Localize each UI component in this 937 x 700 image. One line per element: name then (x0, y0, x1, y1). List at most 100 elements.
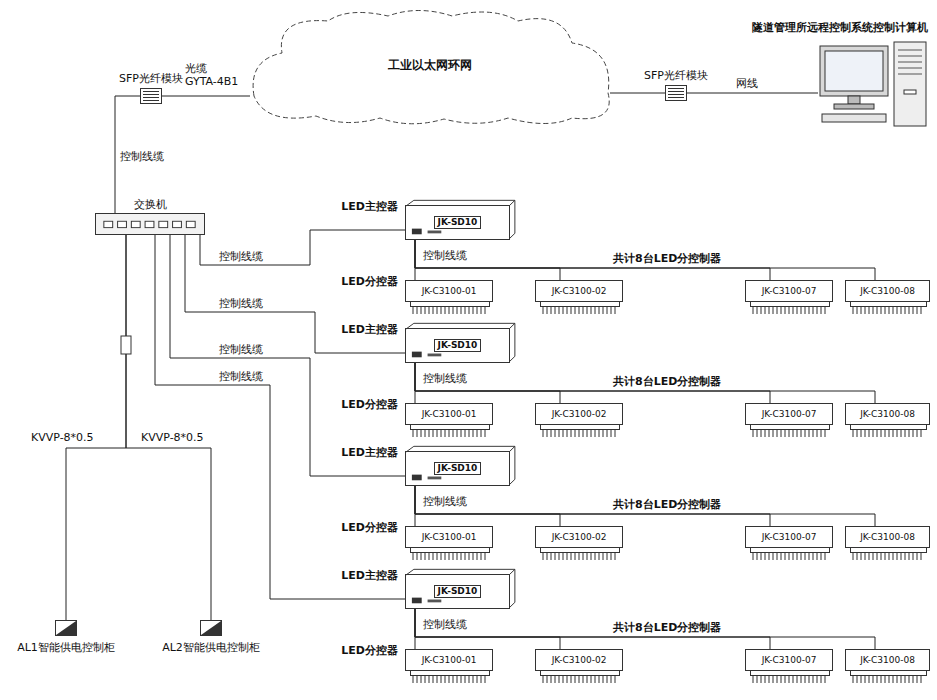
main-text: JK-SD10 (434, 585, 482, 598)
terminal-comb (540, 547, 620, 561)
control-cable (66, 235, 126, 620)
main-node: LED主控器JK-SD10 (405, 205, 510, 240)
control-cable (200, 230, 405, 265)
cabinet-icon (200, 620, 222, 636)
cable-joint (121, 336, 131, 354)
control-cable (415, 609, 560, 649)
cable-label: 控制线缆 (422, 495, 468, 508)
cable-label: KVVP-8*0.5 (30, 431, 95, 444)
control-cable (415, 363, 560, 403)
sub-text: LED分控器 (341, 398, 398, 411)
sub-text: LED分控器 (341, 275, 398, 288)
main-text: JK-SD10 (434, 462, 482, 475)
control-cable (415, 486, 875, 526)
cable-label: 控制线缆 (218, 343, 264, 356)
sub-text: JK-C3100-08 (860, 409, 915, 420)
sub-text: JK-C3100-07 (762, 286, 817, 297)
sub-text: JK-C3100-01 (422, 655, 477, 666)
sub-node: JK-C3100-08 (845, 403, 930, 425)
control-cable (185, 235, 405, 353)
control-cable (610, 93, 665, 94)
sub-node: JK-C3100-08 (845, 280, 930, 302)
note-label: 共计8台LED分控制器 (612, 621, 722, 634)
cable-label: 控制线缆 (422, 618, 468, 631)
terminal-comb (750, 301, 830, 315)
switch-text: 交换机 (134, 198, 167, 211)
terminal-comb (850, 670, 927, 684)
sub-node: LED分控器JK-C3100-01 (405, 526, 493, 548)
sub-text: JK-C3100-07 (762, 409, 817, 420)
sub-node: JK-C3100-08 (845, 526, 930, 548)
cloud-node: 工业以太网环网 (250, 5, 610, 125)
sfp-text: SFP光纤模块 (119, 72, 183, 85)
cable-label: 控制线缆 (422, 372, 468, 385)
terminal-comb (410, 424, 490, 438)
control-cable (415, 609, 770, 649)
sub-text: JK-C3100-01 (422, 532, 477, 543)
sub-node: JK-C3100-07 (745, 280, 833, 302)
sfp-module-icon (140, 88, 162, 104)
sub-text: JK-C3100-02 (552, 286, 607, 297)
cab-text: AL1智能供电控制柜 (17, 641, 115, 654)
sub-text: JK-C3100-07 (762, 655, 817, 666)
sub-node: JK-C3100-02 (535, 403, 623, 425)
terminal-comb (750, 670, 830, 684)
control-cable (155, 235, 405, 599)
sub-text: JK-C3100-02 (552, 655, 607, 666)
sub-node: JK-C3100-07 (745, 526, 833, 548)
terminal-comb (410, 547, 490, 561)
cable-label: 网线 (735, 77, 759, 90)
sfp-node: SFP光纤模块 (665, 85, 687, 101)
control-cable (415, 240, 770, 280)
sub-text: LED分控器 (341, 521, 398, 534)
sub-node: JK-C3100-02 (535, 649, 623, 671)
terminal-comb (540, 670, 620, 684)
main-node: LED主控器JK-SD10 (405, 574, 510, 609)
sub-node: LED分控器JK-C3100-01 (405, 280, 493, 302)
sub-node: LED分控器JK-C3100-01 (405, 649, 493, 671)
control-cable (126, 235, 211, 620)
sub-node: JK-C3100-07 (745, 403, 833, 425)
main-node: LED主控器JK-SD10 (405, 328, 510, 363)
cable-label: KVVP-8*0.5 (140, 431, 205, 444)
note-label: 共计8台LED分控制器 (612, 252, 722, 265)
terminal-comb (750, 424, 830, 438)
sub-node: JK-C3100-02 (535, 280, 623, 302)
cloud-text: 工业以太网环网 (388, 59, 472, 72)
switch-node: 交换机 (95, 213, 205, 235)
cable-label: 控制线缆 (218, 370, 264, 383)
sub-text: JK-C3100-02 (552, 409, 607, 420)
sub-text: JK-C3100-08 (860, 286, 915, 297)
sfp-node: SFP光纤模块 (140, 88, 162, 104)
main-text: JK-SD10 (434, 339, 482, 352)
control-cable (162, 96, 250, 97)
control-cable (415, 486, 770, 526)
terminal-comb (750, 547, 830, 561)
switch-ports (96, 214, 204, 234)
control-cable (687, 93, 818, 94)
cable-label: 控制线缆 (119, 150, 165, 163)
control-cable (415, 486, 560, 526)
main-node: LED主控器JK-SD10 (405, 451, 510, 486)
sub-text: JK-C3100-01 (422, 286, 477, 297)
main-text: LED主控器 (341, 569, 398, 582)
control-cable (415, 609, 875, 649)
sub-text: LED分控器 (341, 644, 398, 657)
cab-text: AL2智能供电控制柜 (162, 641, 260, 654)
computer-icon (818, 40, 928, 128)
main-text: LED主控器 (341, 323, 398, 336)
pc-node: 隧道管理所远程控制系统控制计算机 (818, 40, 928, 128)
main-text: JK-SD10 (434, 216, 482, 229)
sub-text: JK-C3100-01 (422, 409, 477, 420)
cable-label: 控制线缆 (422, 249, 468, 262)
main-text: LED主控器 (341, 200, 398, 213)
pc-text: 隧道管理所远程控制系统控制计算机 (752, 21, 928, 34)
sub-node: LED分控器JK-C3100-01 (405, 403, 493, 425)
sub-node: JK-C3100-08 (845, 649, 930, 671)
note-label: 共计8台LED分控制器 (612, 375, 722, 388)
note-label: 共计8台LED分控制器 (612, 498, 722, 511)
cable-label: 控制线缆 (218, 250, 264, 263)
sub-text: JK-C3100-08 (860, 655, 915, 666)
terminal-comb (850, 424, 927, 438)
